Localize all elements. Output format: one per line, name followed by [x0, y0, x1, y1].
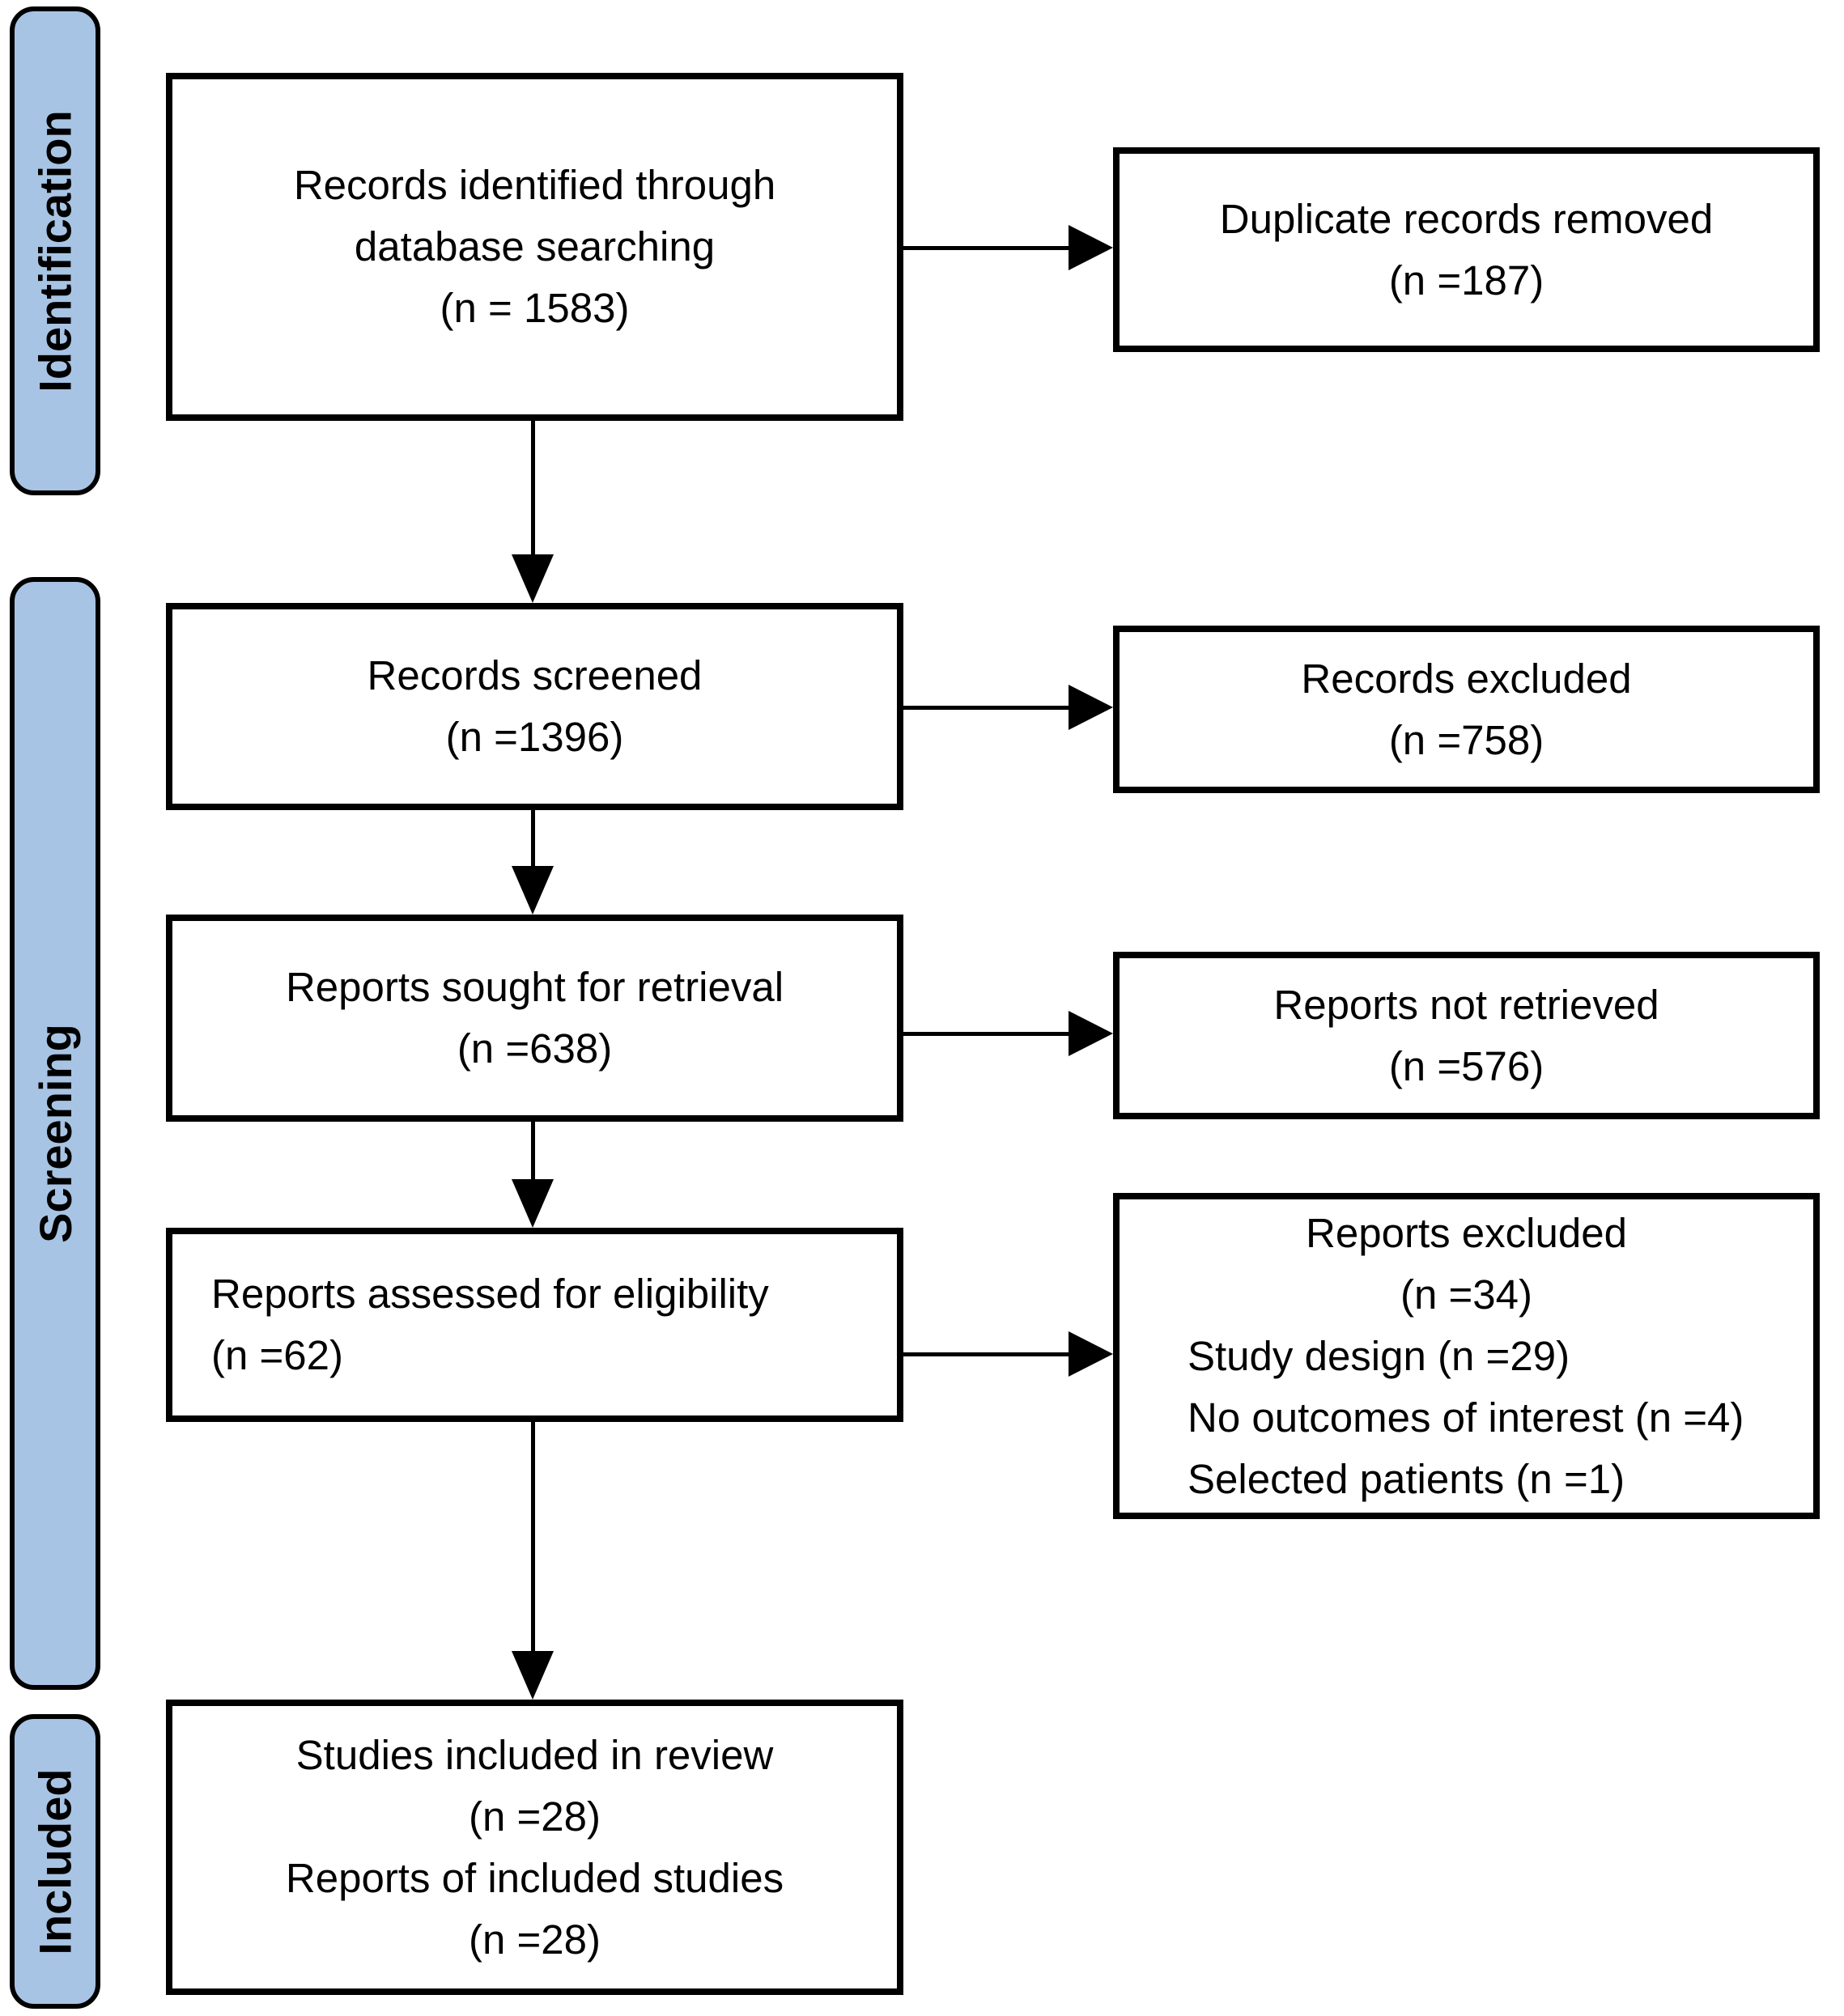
box-text-line: (n =758) — [1388, 716, 1544, 763]
arrow-down-head-4 — [512, 1651, 554, 1700]
box-text-line: (n = 1583) — [440, 285, 630, 331]
box-records-identified: Records identified through database sear… — [166, 73, 903, 421]
box-duplicate-records-removed: Duplicate records removed (n =187) — [1113, 147, 1820, 352]
box-reports-excluded: Reports excluded (n =34) Study design (n… — [1113, 1193, 1820, 1519]
box-text-line: database searching — [354, 223, 716, 270]
box-text-line: (n =28) — [468, 1793, 601, 1840]
box-text-line: Reports excluded — [1306, 1209, 1627, 1256]
box-text-line: (n =187) — [1388, 257, 1544, 303]
stage-included-label: Included — [29, 1768, 81, 1955]
stage-identification-label: Identification — [29, 109, 81, 393]
box-studies-included: Studies included in review (n =28) Repor… — [166, 1700, 903, 1995]
arrow-down-head-1 — [512, 554, 554, 603]
arrow-down-shaft-2 — [531, 809, 535, 866]
arrow-down-head-3 — [512, 1179, 554, 1228]
box-text-line: Reports assessed for eligibility — [211, 1271, 769, 1317]
box-text-line: Reports of included studies — [285, 1854, 784, 1901]
arrow-down-shaft-3 — [531, 1121, 535, 1179]
stage-identification: Identification — [10, 6, 100, 495]
stage-screening-label: Screening — [29, 1024, 81, 1243]
arrow-right-shaft-4 — [903, 1352, 1069, 1356]
arrow-right-shaft-1 — [903, 246, 1069, 250]
arrow-right-shaft-3 — [903, 1032, 1069, 1036]
box-text-line: Records screened — [367, 652, 703, 698]
arrow-right-head-2 — [1069, 685, 1113, 730]
box-text-line: (n =638) — [457, 1025, 613, 1072]
stage-included: Included — [10, 1714, 100, 2009]
arrow-down-shaft-1 — [531, 421, 535, 554]
stage-screening: Screening — [10, 577, 100, 1690]
box-records-screened: Records screened (n =1396) — [166, 603, 903, 810]
arrow-right-head-1 — [1069, 225, 1113, 270]
box-text-line: (n =576) — [1388, 1042, 1544, 1089]
box-text-line: Reports not retrieved — [1273, 981, 1659, 1028]
exclusion-reason-line: Study design (n =29) — [1188, 1332, 1570, 1379]
box-reports-assessed: Reports assessed for eligibility (n =62) — [166, 1228, 903, 1422]
arrow-right-head-4 — [1069, 1331, 1113, 1377]
box-text-line: Studies included in review — [295, 1731, 774, 1778]
box-text-line: (n =34) — [1400, 1271, 1532, 1318]
box-text-line: Duplicate records removed — [1219, 195, 1714, 242]
box-reports-not-retrieved: Reports not retrieved (n =576) — [1113, 952, 1820, 1119]
arrow-right-shaft-2 — [903, 706, 1069, 710]
arrow-right-head-3 — [1069, 1011, 1113, 1056]
arrow-down-head-2 — [512, 866, 554, 915]
exclusion-reason-line: No outcomes of interest (n =4) — [1188, 1394, 1744, 1441]
box-reports-sought: Reports sought for retrieval (n =638) — [166, 915, 903, 1122]
box-text-line: Records identified through — [293, 162, 776, 208]
box-text-line: (n =28) — [468, 1916, 601, 1963]
box-text-line: (n =62) — [211, 1332, 344, 1378]
box-text-line: Records excluded — [1301, 655, 1632, 702]
arrow-down-shaft-4 — [531, 1422, 535, 1651]
exclusion-reason-line: Selected patients (n =1) — [1188, 1455, 1625, 1502]
box-text-line: Reports sought for retrieval — [285, 964, 784, 1010]
box-text-line: (n =1396) — [445, 714, 624, 760]
box-records-excluded: Records excluded (n =758) — [1113, 626, 1820, 793]
